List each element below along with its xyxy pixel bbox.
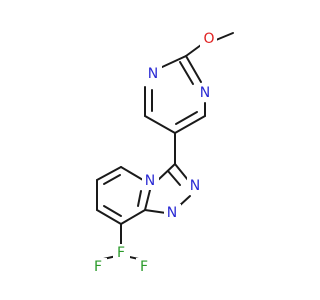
bond-c8a-n4 — [144, 189, 151, 211]
bond-c3-n2-double — [174, 163, 189, 181]
molecule-structure-diagram: O N N N N N F F F — [90, 30, 234, 276]
bond-c3-n2-inner — [167, 170, 181, 186]
bond-c8-c8a — [120, 209, 146, 225]
atom-nitrogen-pyrimidine-1: N — [148, 66, 158, 82]
bond-n4-c5 — [120, 166, 144, 181]
bond-c4-c5-inner — [175, 111, 198, 125]
bond-c2-n3-inner — [179, 61, 194, 85]
bond-c4-c5-double — [174, 115, 206, 134]
bond-c5-c6-inner — [103, 174, 121, 185]
bond-c3-n4 — [157, 163, 176, 181]
atom-nitrogen-bridgehead: N — [145, 173, 155, 189]
bond-c2-n3-double — [185, 55, 202, 83]
bond-oxygen-c2 — [185, 44, 202, 57]
atom-fluorine-right: F — [140, 259, 148, 275]
bond-group — [96, 32, 234, 261]
atom-fluorine-left: F — [94, 259, 102, 275]
atom-nitrogen-triazole-2: N — [190, 178, 200, 194]
bond-c7-c8-inner — [103, 205, 122, 217]
atom-fluorine-top: F — [117, 245, 125, 261]
atom-label-group: O N N N N N F F F — [90, 30, 217, 276]
bond-methyl-oxygen — [215, 32, 234, 41]
atom-nitrogen-pyrimidine-3: N — [200, 85, 210, 101]
bond-c7-c8-double — [96, 209, 122, 225]
bond-n1-c2 — [159, 55, 187, 69]
bond-c8a-n4-double-inner — [137, 190, 142, 207]
bond-c5-c6 — [144, 115, 176, 134]
atom-oxygen-methoxy: O — [203, 31, 214, 47]
bond-c5-c6-double — [96, 166, 122, 181]
bond-n1-c8a — [144, 209, 167, 214]
atom-nitrogen-triazole-1: N — [167, 205, 177, 221]
